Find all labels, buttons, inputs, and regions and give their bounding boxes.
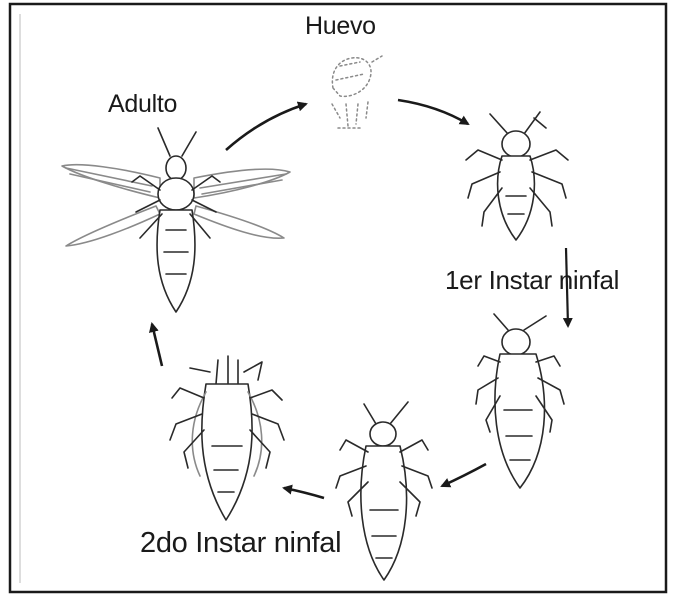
- arrow-late-to-second-instar: [442, 464, 486, 486]
- adult-illustration: [62, 128, 290, 312]
- wing-pad-nymph-illustration: [170, 356, 284, 520]
- label-first-instar: 1er Instar ninfal: [445, 265, 619, 296]
- egg-illustration: [332, 56, 382, 128]
- arrow-wing-pad-nymph-to-adult: [152, 324, 162, 366]
- arrow-egg-to-first-instar: [398, 100, 468, 124]
- arrow-second-to-wing-pad-nymph: [284, 488, 324, 498]
- label-egg: Huevo: [305, 12, 376, 41]
- arrow-adult-to-egg: [226, 104, 306, 150]
- label-second-instar: 2do Instar ninfal: [140, 527, 341, 560]
- late-first-instar-illustration: [476, 314, 564, 488]
- second-instar-illustration: [336, 402, 432, 580]
- label-adult: Adulto: [108, 90, 177, 119]
- first-instar-illustration: [466, 112, 568, 240]
